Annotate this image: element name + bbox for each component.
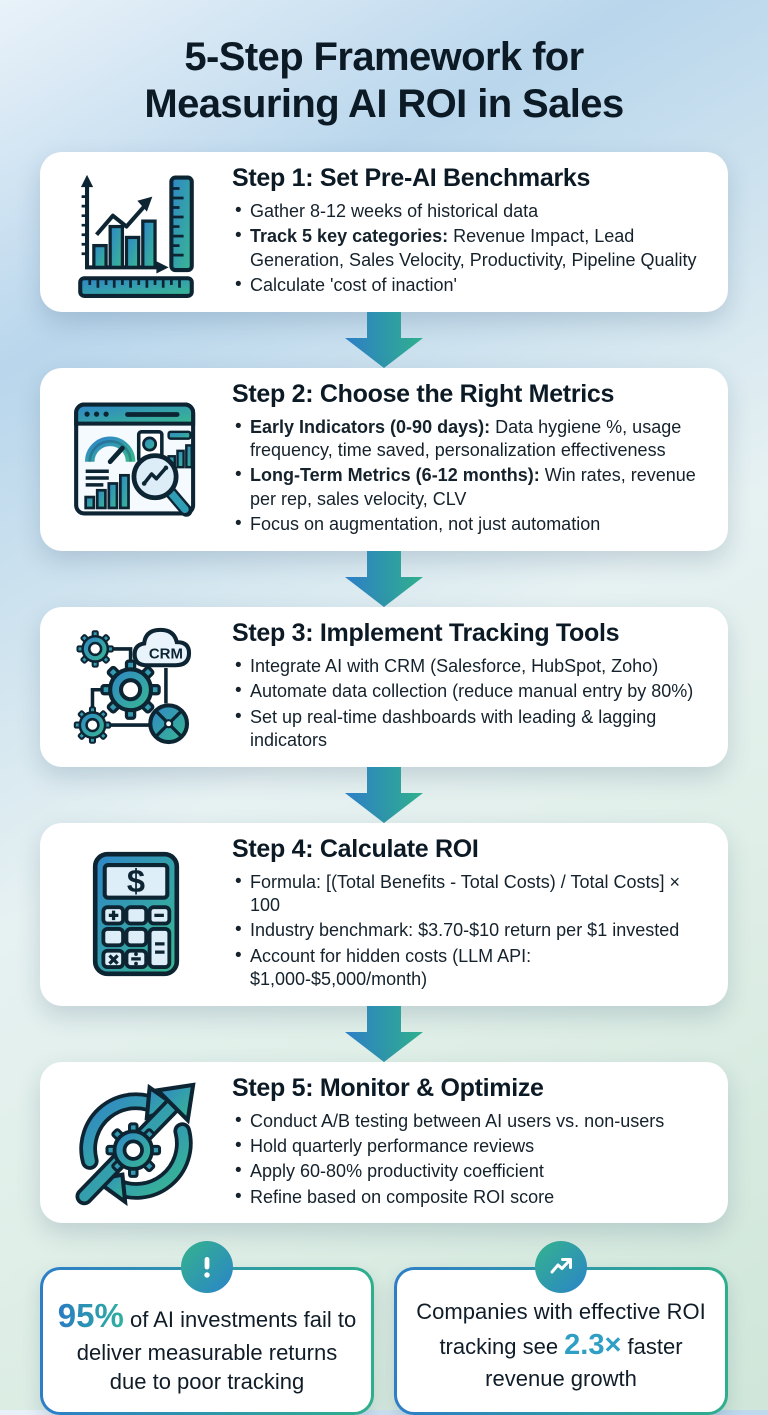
bullet-item: Set up real-time dashboards with leading… [235, 705, 706, 753]
bullet-item: Apply 60-80% productivity coefficient [235, 1159, 706, 1184]
step-card-4: $ Step 4: Calcula [40, 822, 728, 1006]
exclamation-glyph [204, 1257, 210, 1278]
down-arrow-icon [345, 766, 423, 823]
bullet-item: Integrate AI with CRM (Salesforce, HubSp… [235, 654, 706, 679]
step-3-bullets: Integrate AI with CRM (Salesforce, HubSp… [232, 654, 706, 753]
bullet-item: Long-Term Metrics (6-12 months): Win rat… [235, 463, 706, 511]
growth-icon [535, 1241, 587, 1294]
bullet-item: Focus on augmentation, not just automati… [235, 512, 706, 537]
bullet-item: Refine based on composite ROI score [235, 1185, 706, 1210]
bullet-item: Hold quarterly performance reviews [235, 1134, 706, 1159]
crm-label: CRM [149, 645, 183, 662]
bullet-item: Industry benchmark: $3.70-$10 return per… [235, 918, 706, 943]
step-2-icon-wrap [60, 391, 212, 527]
bullet-item: Automate data collection (reduce manual … [235, 679, 706, 704]
step-5-icon-wrap [60, 1074, 212, 1210]
step-5-heading: Step 5: Monitor & Optimize [232, 1073, 544, 1102]
bullet-item: Track 5 key categories: Revenue Impact, … [235, 224, 706, 272]
callout-card-failure-stat: 95% of AI investments fail to deliver me… [40, 1241, 374, 1415]
step-3-icon-wrap: CRM [60, 619, 212, 755]
down-arrow-icon [345, 550, 423, 607]
chart-ruler-icon [78, 174, 194, 298]
dashboard-icon [74, 402, 196, 517]
bullet-item: Conduct A/B testing between AI users vs.… [235, 1108, 706, 1133]
bullet-item: Formula: [(Total Benefits - Total Costs)… [235, 870, 706, 918]
step-5-bullets: Conduct A/B testing between AI users vs.… [232, 1108, 706, 1210]
step-1-heading: Step 1: Set Pre-AI Benchmarks [232, 163, 591, 192]
integration-gears-icon: CRM [73, 627, 192, 744]
callout-right-text: Companies with effective ROI tracking se… [411, 1297, 711, 1393]
callout-left-text: 95% of AI investments fail to deliver me… [57, 1294, 357, 1396]
monitor-cycle-icon [75, 1082, 196, 1207]
step-3-heading: Step 3: Implement Tracking Tools [232, 618, 620, 647]
bullet-item: Gather 8-12 weeks of historical data [235, 199, 706, 224]
stat-text: Companies with effective ROI tracking se… [416, 1298, 706, 1359]
arrow-gap-2 [40, 550, 728, 607]
step-1-icon-wrap [60, 164, 212, 300]
step-card-3: CRM Step 3: Implement Tracking Tools Int… [40, 606, 728, 767]
calculator-icon: $ [92, 851, 180, 977]
step-4-heading: Step 4: Calculate ROI [232, 834, 479, 863]
title-line-1: 5-Step Framework for [184, 35, 584, 79]
steps-list: Step 1: Set Pre-AI Benchmarks Gather 8-1… [40, 151, 728, 1224]
step-card-1: Step 1: Set Pre-AI Benchmarks Gather 8-1… [40, 151, 728, 312]
arrow-gap-4 [40, 1005, 728, 1062]
step-2-heading: Step 2: Choose the Right Metrics [232, 379, 615, 408]
stat-highlight: 95% [57, 1297, 124, 1335]
step-1-bullets: Gather 8-12 weeks of historical dataTrac… [232, 199, 706, 298]
step-4-icon-wrap: $ [60, 846, 212, 982]
trend-up-glyph [550, 1258, 572, 1274]
step-2-bullets: Early Indicators (0-90 days): Data hygie… [232, 415, 706, 538]
calc-display-symbol: $ [127, 862, 145, 899]
alert-icon [181, 1241, 233, 1294]
step-1-content: Step 1: Set Pre-AI Benchmarks Gather 8-1… [232, 164, 706, 300]
arrow-gap-1 [40, 311, 728, 368]
step-4-bullets: Formula: [(Total Benefits - Total Costs)… [232, 870, 706, 992]
step-4-content: Step 4: Calculate ROI Formula: [(Total B… [232, 835, 706, 994]
step-card-5: Step 5: Monitor & Optimize Conduct A/B t… [40, 1061, 728, 1224]
down-arrow-icon [345, 311, 423, 368]
step-5-content: Step 5: Monitor & Optimize Conduct A/B t… [232, 1074, 706, 1212]
step-card-2: Step 2: Choose the Right Metrics Early I… [40, 367, 728, 551]
step-2-content: Step 2: Choose the Right Metrics Early I… [232, 380, 706, 539]
bullet-item: Early Indicators (0-90 days): Data hygie… [235, 415, 706, 463]
bullet-item: Calculate 'cost of inaction' [235, 273, 706, 298]
down-arrow-icon [345, 1005, 423, 1062]
step-3-content: Step 3: Implement Tracking Tools Integra… [232, 619, 706, 755]
callouts-row: 95% of AI investments fail to deliver me… [40, 1241, 728, 1415]
title-line-2: Measuring AI ROI in Sales [144, 81, 624, 126]
callout-card-growth-stat: Companies with effective ROI tracking se… [394, 1241, 728, 1415]
arrow-gap-3 [40, 766, 728, 823]
stat-highlight: 2.3× [564, 1328, 622, 1361]
bullet-item: Account for hidden costs (LLM API: $1,00… [235, 944, 706, 992]
